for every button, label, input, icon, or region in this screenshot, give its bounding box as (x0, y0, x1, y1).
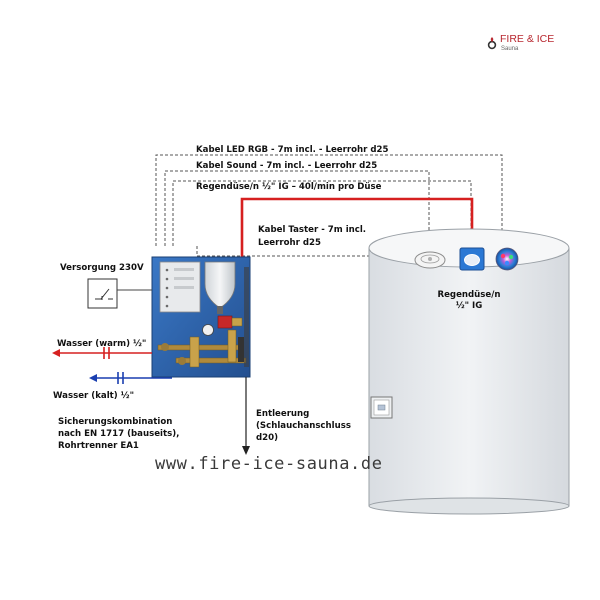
label-tank-nozzle-1: Regendüse/n (437, 290, 500, 300)
warm-water-line (52, 347, 152, 359)
solenoid-valve (217, 315, 233, 329)
label-tank-nozzle-2: ½" IG (456, 300, 483, 311)
pressure-gauge (202, 324, 214, 336)
label-water-warm: Wasser (warm) ½" (57, 338, 146, 349)
control-panel (151, 256, 251, 378)
label-safety-1: Sicherungskombination (58, 417, 172, 427)
label-cable-button-2: Leerrohr d25 (258, 238, 321, 248)
cold-water-line (89, 372, 172, 384)
wall-button-icon (370, 396, 393, 419)
label-water-cold: Wasser (kalt) ½" (53, 390, 134, 401)
rgb-led-icon (495, 247, 519, 271)
brand-name: FIRE & ICE (500, 33, 554, 45)
brand-sub: Sauna (501, 46, 519, 52)
brand-logo: FIRE & ICE Sauna (487, 33, 554, 52)
label-cable-sound: Kabel Sound - 7m incl. - Leerrohr d25 (196, 161, 377, 171)
label-cable-led: Kabel LED RGB - 7m incl. - Leerrohr d25 (196, 145, 388, 155)
website-url: www.fire-ice-sauna.de (155, 454, 383, 474)
label-nozzle-line: Regendüse/n ½" IG – 40l/min pro Düse (196, 181, 382, 192)
label-cable-button-1: Kabel Taster - 7m incl. (258, 225, 366, 235)
nozzle-supply-pipe (240, 197, 474, 258)
label-drain-2: (Schlauchanschluss (256, 421, 351, 431)
flame-logo-icon (487, 37, 497, 50)
shower-tank (368, 228, 570, 515)
label-safety-2: nach EN 1717 (bauseits), (58, 429, 179, 439)
speaker-icon (414, 251, 446, 269)
label-drain-3: d20) (256, 433, 278, 443)
cable-led-line (155, 154, 503, 252)
push-button-icon (459, 247, 485, 271)
drain-arrow (242, 377, 250, 455)
cable-sound-line (164, 170, 430, 252)
label-drain-1: Entleerung (256, 409, 309, 419)
cable-nozzle-guide (172, 180, 472, 252)
switch-symbol-icon (87, 278, 118, 309)
label-power: Versorgung 230V (60, 263, 144, 273)
label-safety-3: Rohrtrenner EA1 (58, 441, 139, 451)
